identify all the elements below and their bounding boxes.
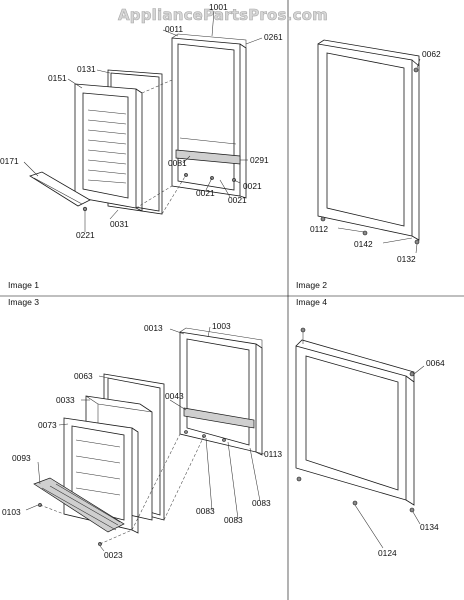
image-2-labels: 0062 0112 0142 0132 <box>310 49 441 264</box>
part-label-0011: 0011 <box>165 24 183 34</box>
part-label-0033: 0033 <box>56 395 75 405</box>
image-3-labels: 0013 1003 0063 0033 0043 0073 0093 0113 … <box>2 321 282 560</box>
caption-image-2: Image 2 <box>296 280 327 290</box>
part-label-0081: 0081 <box>168 158 187 168</box>
part-label-0083-b: 0083 <box>224 515 243 525</box>
caption-image-4: Image 4 <box>296 297 327 307</box>
part-label-0142: 0142 <box>354 239 373 249</box>
image-4-labels: 0064 0124 0134 <box>378 358 445 558</box>
part-label-0131: 0131 <box>77 64 96 74</box>
part-label-0124: 0124 <box>378 548 397 558</box>
part-label-0151: 0151 <box>48 73 67 83</box>
part-label-0043: 0043 <box>165 391 184 401</box>
image-1-drawing <box>23 10 263 232</box>
part-label-0021-a: 0021 <box>243 181 262 191</box>
part-label-0093: 0093 <box>12 453 31 463</box>
caption-image-1: Image 1 <box>8 280 39 290</box>
part-label-0064: 0064 <box>426 358 445 368</box>
image-4-drawing <box>295 327 425 549</box>
image-1-labels: 1001 0011 0261 0131 0151 0171 0081 0291 … <box>0 2 283 240</box>
part-label-0291: 0291 <box>250 155 269 165</box>
image-2-drawing <box>317 39 421 254</box>
part-label-0062: 0062 <box>422 49 441 59</box>
part-label-0063: 0063 <box>74 371 93 381</box>
caption-image-3: Image 3 <box>8 297 39 307</box>
watermark-text: AppliancePartsPros.com <box>118 6 328 24</box>
part-label-0134: 0134 <box>420 522 439 532</box>
part-label-0112: 0112 <box>310 224 328 234</box>
part-label-0261: 0261 <box>264 32 283 42</box>
part-label-1001: 1001 <box>209 2 228 12</box>
part-label-0023: 0023 <box>104 550 123 560</box>
part-label-0073: 0073 <box>38 420 57 430</box>
part-label-0113: 0113 <box>264 449 282 459</box>
part-label-0021-b: 0021 <box>196 188 215 198</box>
part-label-1003: 1003 <box>212 321 231 331</box>
part-label-0031: 0031 <box>110 219 129 229</box>
part-label-0083-a: 0083 <box>196 506 215 516</box>
image-3-drawing <box>25 326 265 552</box>
part-label-0221: 0221 <box>76 230 95 240</box>
part-label-0013: 0013 <box>144 323 163 333</box>
part-label-0083-c: 0083 <box>252 498 271 508</box>
part-label-0021-c: 0021 <box>228 195 247 205</box>
part-label-0103: 0103 <box>2 507 21 517</box>
part-label-0132: 0132 <box>397 254 416 264</box>
part-label-0171: 0171 <box>0 156 19 166</box>
